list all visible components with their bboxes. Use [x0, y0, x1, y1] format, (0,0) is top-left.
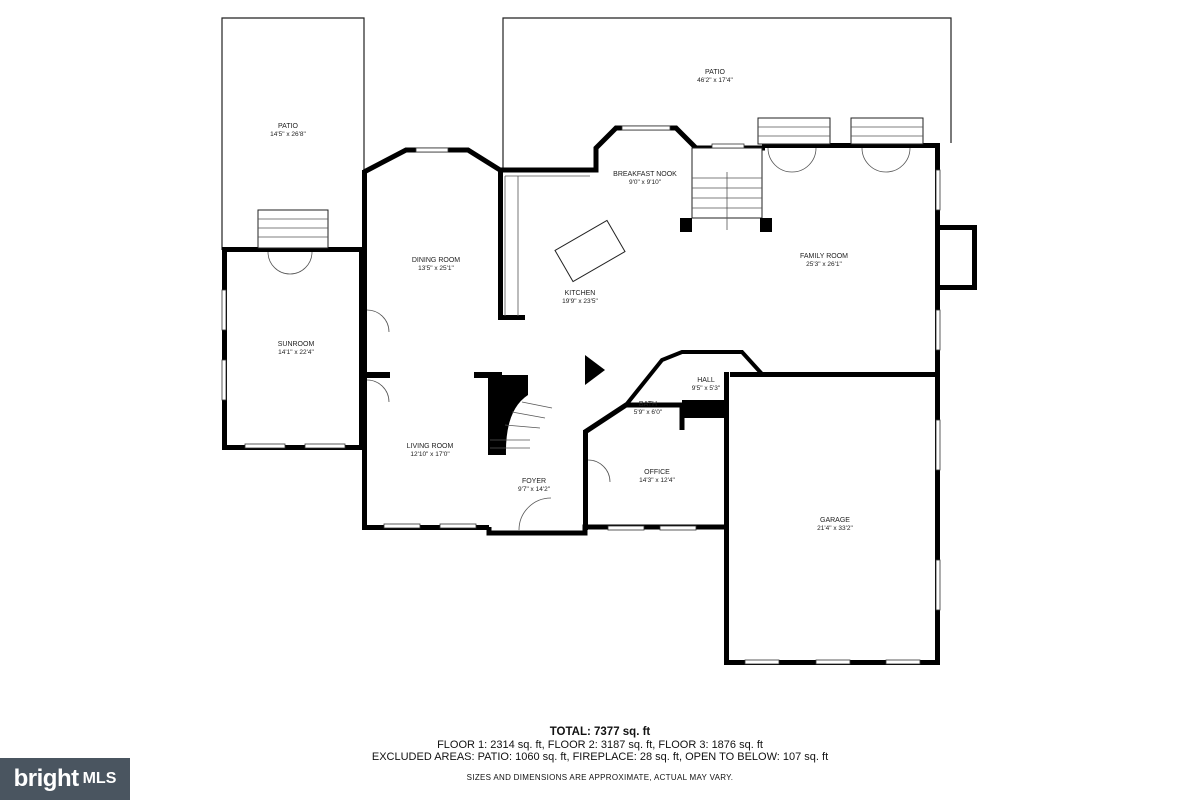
- svg-text:OFFICE: OFFICE: [644, 469, 670, 476]
- room-label-garage: GARAGE 21'4" x 33'2": [817, 517, 853, 532]
- svg-text:FAMILY ROOM: FAMILY ROOM: [800, 253, 848, 260]
- room-label-foyer: FOYER 9'7" x 14'2": [518, 478, 551, 493]
- patio-left-outline: [221, 17, 365, 250]
- staircase-foyer: [488, 355, 605, 455]
- total-area: TOTAL: 7377 sq. ft: [549, 726, 651, 738]
- doors: [267, 147, 911, 531]
- svg-text:9'7" x 14'2": 9'7" x 14'2": [518, 486, 551, 493]
- room-label-bath: BATH 5'9" x 6'0": [634, 401, 663, 416]
- svg-text:BATH: BATH: [639, 401, 657, 408]
- room-label-office: OFFICE 14'3" x 12'4": [639, 469, 675, 484]
- bright-mls-logo: bright MLS: [0, 758, 130, 800]
- svg-text:46'2" x 17'4": 46'2" x 17'4": [697, 77, 733, 84]
- svg-text:BREAKFAST NOOK: BREAKFAST NOOK: [613, 171, 677, 178]
- svg-text:KITCHEN: KITCHEN: [565, 290, 596, 297]
- patio-steps-top: [757, 117, 924, 145]
- room-label-breakfast-nook: BREAKFAST NOOK 9'0" x 9'10": [613, 171, 677, 186]
- svg-text:PATIO: PATIO: [278, 123, 299, 130]
- svg-text:9'5" x 5'3": 9'5" x 5'3": [692, 385, 721, 392]
- room-label-living-room: LIVING ROOM 12'10" x 17'0": [407, 443, 454, 458]
- patio-top-outline: [502, 17, 952, 170]
- room-label-patio-left: PATIO 14'5" x 26'8": [270, 123, 306, 138]
- floor-areas: FLOOR 1: 2314 sq. ft, FLOOR 2: 3187 sq. …: [437, 738, 763, 751]
- exterior-walls: [222, 125, 977, 665]
- svg-text:LIVING ROOM: LIVING ROOM: [407, 443, 454, 450]
- svg-text:HALL: HALL: [697, 377, 715, 384]
- svg-text:SUNROOM: SUNROOM: [278, 341, 315, 348]
- logo-brand: bright: [13, 765, 79, 792]
- room-label-patio-top: PATIO 46'2" x 17'4": [697, 69, 733, 84]
- kitchen-counter: [504, 175, 590, 316]
- room-label-hall: HALL 9'5" x 5'3": [692, 377, 721, 392]
- kitchen-island: [554, 219, 626, 283]
- disclaimer: SIZES AND DIMENSIONS ARE APPROXIMATE, AC…: [466, 772, 734, 782]
- svg-text:19'9" x 23'5": 19'9" x 23'5": [562, 298, 598, 305]
- svg-text:GARAGE: GARAGE: [820, 517, 850, 524]
- logo-suffix: MLS: [82, 770, 117, 787]
- room-label-kitchen: KITCHEN 19'9" x 23'5": [562, 290, 598, 305]
- patio-steps-left: [257, 209, 329, 249]
- room-label-family-room: FAMILY ROOM 25'3" x 26'1": [800, 253, 848, 268]
- area-summary: TOTAL: 7377 sq. ft FLOOR 1: 2314 sq. ft,…: [0, 726, 1200, 784]
- svg-text:PATIO: PATIO: [705, 69, 726, 76]
- svg-text:21'4" x 33'2": 21'4" x 33'2": [817, 525, 853, 532]
- room-label-sunroom: SUNROOM 14'1" x 22'4": [278, 341, 315, 356]
- excluded-areas: EXCLUDED AREAS: PATIO: 1060 sq. ft, FIRE…: [371, 751, 829, 763]
- floor-plan: PATIO 14'5" x 26'8" PATIO 46'2" x 17'4" …: [221, 17, 977, 665]
- svg-text:5'9" x 6'0": 5'9" x 6'0": [634, 409, 663, 416]
- windows: [221, 125, 941, 665]
- svg-text:12'10" x 17'0": 12'10" x 17'0": [410, 451, 450, 458]
- svg-text:14'5" x 26'8": 14'5" x 26'8": [270, 131, 306, 138]
- svg-text:FOYER: FOYER: [522, 478, 546, 485]
- room-label-dining-room: DINING ROOM 13'5" x 25'1": [412, 257, 460, 272]
- staircase-back: [680, 147, 772, 232]
- svg-text:13'5" x 25'1": 13'5" x 25'1": [418, 265, 454, 272]
- svg-text:25'3" x 26'1": 25'3" x 26'1": [806, 261, 842, 268]
- svg-text:14'1" x 22'4": 14'1" x 22'4": [278, 349, 314, 356]
- svg-text:14'3" x 12'4": 14'3" x 12'4": [639, 477, 675, 484]
- svg-text:DINING ROOM: DINING ROOM: [412, 257, 460, 264]
- svg-text:9'0" x 9'10": 9'0" x 9'10": [629, 179, 662, 186]
